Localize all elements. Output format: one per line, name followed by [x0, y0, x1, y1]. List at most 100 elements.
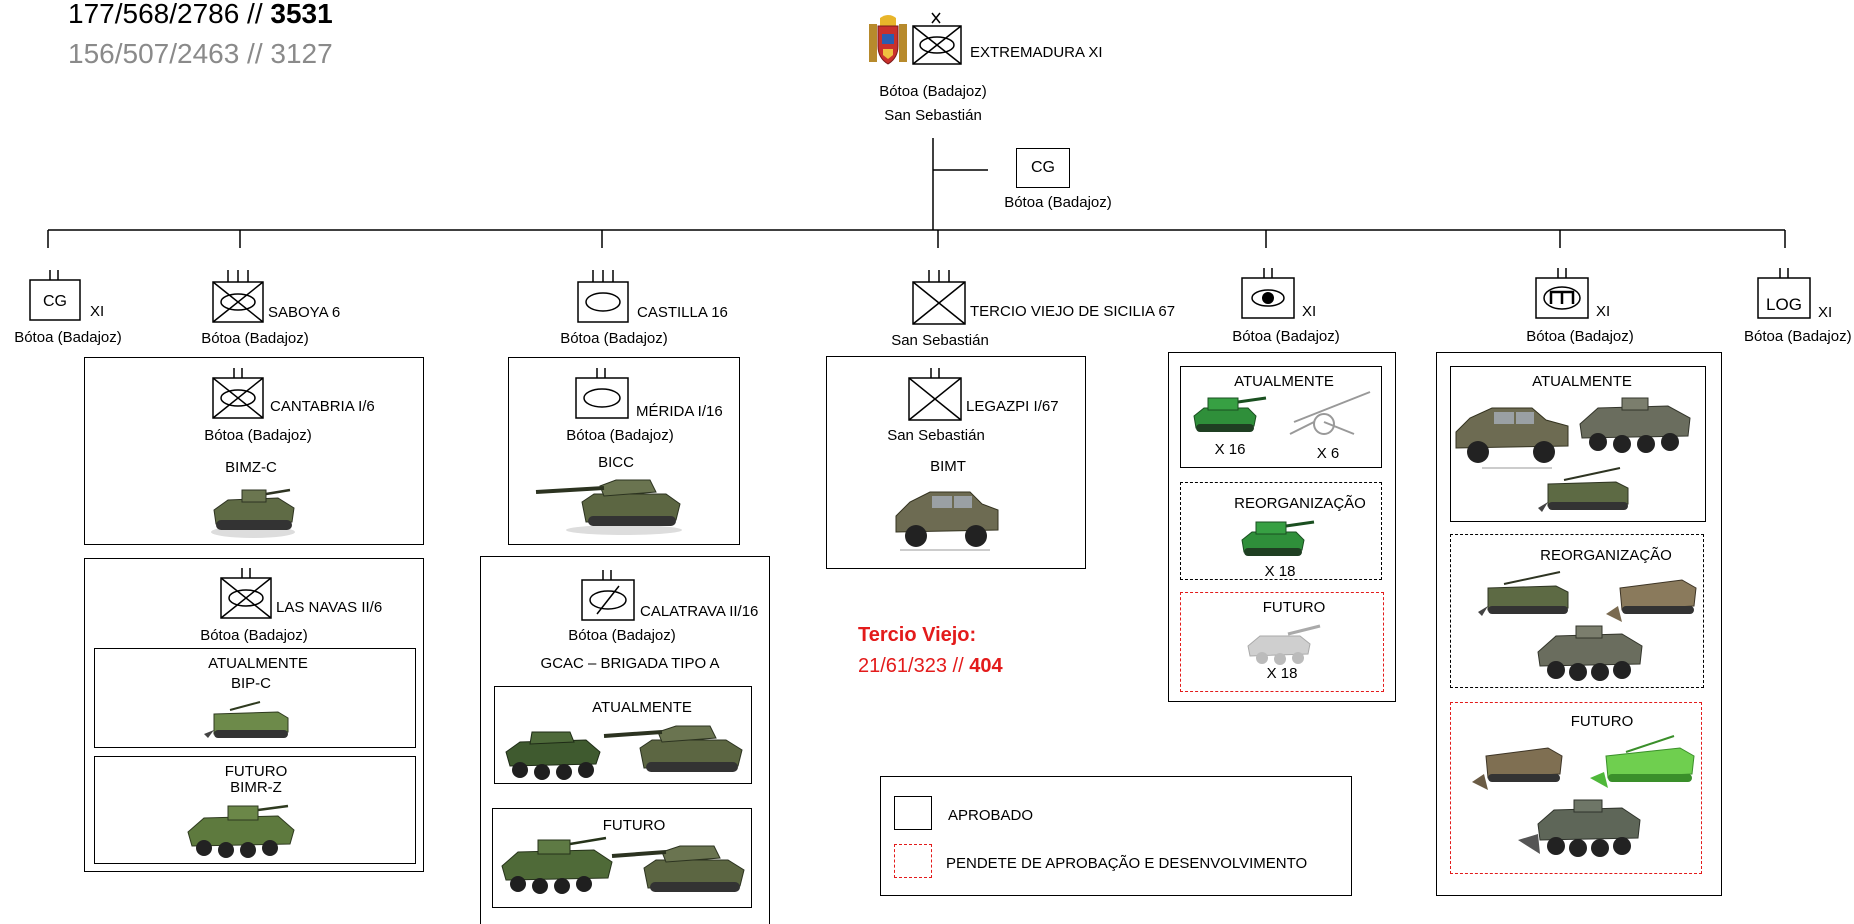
cantabria-name: CANTABRIA I/6	[270, 398, 375, 415]
artillery-reorg-count: X 18	[1264, 563, 1296, 580]
header-totals-current: 177/568/2786 // 3531	[68, 0, 333, 28]
cantabria-type: BIMZ-C	[225, 459, 277, 476]
wheeled-engineer-vehicle-icon	[1518, 799, 1641, 857]
legazpi-battalion-box	[826, 356, 1086, 569]
tercio-note-title: Tercio Viejo:	[858, 624, 977, 646]
las-navas-current-type: BIP-C	[230, 675, 272, 692]
artillery-reorg-label: REORGANIZAÇÃO	[1234, 495, 1366, 512]
calatrava-location: Bótoa (Badajoz)	[568, 627, 676, 644]
log-location: Bótoa (Badajoz)	[1744, 328, 1852, 345]
tercio-note-counts-sum: 404	[969, 655, 1003, 677]
wheeled-ifv-vehicle-icon-2	[501, 836, 613, 894]
wheeled-apc-vehicle-icon	[1579, 397, 1691, 453]
tercio-note-counts: 21/61/323 // 404	[858, 656, 1003, 676]
wheeled-apc-vehicle-icon-2	[1537, 625, 1643, 681]
engineers-future-box	[1450, 702, 1702, 874]
legend-approved-label: APROBADO	[948, 807, 1034, 824]
log-label: LOG	[1766, 295, 1802, 314]
las-navas-future-type: BIMR-Z	[230, 779, 282, 796]
las-navas-location: Bótoa (Badajoz)	[200, 627, 308, 644]
calatrava-type: GCAC – BRIGADA TIPO A	[540, 655, 720, 672]
tercio-name: TERCIO VIEJO DE SICILIA 67	[970, 303, 1176, 320]
artillery-current-label: ATUALMENTE	[1234, 373, 1334, 390]
engineers-future-label: FUTURO	[1570, 713, 1634, 730]
self-propelled-howitzer-icon-2	[1241, 520, 1315, 556]
hq-brigade-symbol-icon	[912, 12, 962, 65]
artillery-future-count: X 18	[1266, 665, 1298, 682]
apc-vehicle-icon-3	[1478, 571, 1569, 616]
castilla-location: Bótoa (Badajoz)	[560, 330, 668, 347]
header-totals-previous: 156/507/2463 // 3127	[68, 38, 333, 69]
castilla-regiment-symbol-icon	[577, 270, 629, 323]
hq-location-1: Bótoa (Badajoz)	[879, 83, 987, 100]
legend-box	[880, 776, 1352, 896]
saboya-regiment-symbol-icon	[212, 270, 264, 323]
main-battle-tank-icon-2	[603, 725, 743, 772]
towed-howitzer-icon	[1289, 391, 1371, 435]
cg-suffix: XI	[90, 303, 105, 320]
armoured-engineer-vehicle-icon	[1590, 735, 1695, 788]
las-navas-current-label: ATUALMENTE	[208, 655, 308, 672]
header-totals-current-sum: 3531	[270, 0, 333, 29]
castilla-name: CASTILLA 16	[637, 304, 728, 321]
calatrava-future-label: FUTURO	[602, 817, 666, 834]
engineers-suffix: XI	[1596, 303, 1611, 320]
saboya-name: SABOYA 6	[268, 304, 341, 321]
las-navas-future-label: FUTURO	[224, 763, 288, 780]
engineers-reorg-label: REORGANIZAÇÃO	[1540, 547, 1672, 564]
artillery-future-label: FUTURO	[1262, 599, 1326, 616]
combat-engineer-vehicle-icon-2	[1472, 747, 1563, 790]
wheeled-tank-destroyer-icon	[505, 731, 601, 780]
main-battle-tank-icon	[535, 479, 682, 535]
artillery-reorg-box	[1180, 482, 1382, 580]
merida-location: Bótoa (Badajoz)	[566, 427, 674, 444]
header-totals-current-text: 177/568/2786 //	[68, 0, 271, 29]
cg-location: Bótoa (Badajoz)	[14, 329, 122, 346]
engineers-current-label: ATUALMENTE	[1532, 373, 1632, 390]
wheeled-ifv-vehicle-icon	[187, 804, 295, 858]
artillery-location: Bótoa (Badajoz)	[1232, 328, 1340, 345]
engineers-reorg-box	[1450, 534, 1704, 688]
hq-cg-label: CG	[1031, 159, 1055, 176]
calatrava-name: CALATRAVA II/16	[640, 603, 759, 620]
cg-label: CG	[43, 293, 67, 310]
combat-engineer-vehicle-icon	[1606, 579, 1697, 622]
artillery-current-count-1: X 16	[1214, 441, 1246, 458]
legazpi-name: LEGAZPI I/67	[966, 398, 1059, 415]
calatrava-current-label: ATUALMENTE	[592, 699, 692, 716]
artillery-unit-symbol-icon	[1241, 268, 1295, 319]
wheeled-howitzer-icon	[1247, 624, 1321, 665]
legazpi-battalion-symbol-icon	[908, 368, 962, 421]
light-armoured-vehicle-icon-2	[1455, 407, 1569, 469]
cantabria-battalion-symbol-icon	[212, 368, 264, 419]
tercio-note-counts-text: 21/61/323 //	[858, 655, 970, 677]
legazpi-type: BIMT	[930, 458, 966, 475]
engineers-location: Bótoa (Badajoz)	[1526, 328, 1634, 345]
artillery-future-box	[1180, 592, 1384, 692]
legend-approved-swatch	[894, 796, 932, 830]
tracked-ifv-vehicle-icon	[211, 488, 295, 538]
light-armoured-vehicle-icon	[895, 491, 999, 551]
hq-cg-box	[1016, 148, 1070, 188]
artillery-current-count-2: X 6	[1316, 445, 1340, 462]
merida-type: BICC	[598, 454, 634, 471]
legazpi-location: San Sebastián	[887, 427, 985, 444]
legend-pending-label: PENDETE DE APROBAÇÃO E DESENVOLVIMENTO	[946, 855, 1308, 872]
hq-cg-location: Bótoa (Badajoz)	[1004, 194, 1112, 211]
las-navas-battalion-symbol-icon	[220, 568, 272, 619]
apc-vehicle-icon	[204, 701, 289, 738]
merida-battalion-symbol-icon	[575, 368, 629, 419]
cg-unit-symbol-icon	[29, 270, 81, 321]
log-unit-symbol-icon	[1757, 268, 1811, 319]
artillery-suffix: XI	[1302, 303, 1317, 320]
log-suffix: XI	[1818, 304, 1833, 321]
saboya-location: Bótoa (Badajoz)	[201, 330, 309, 347]
legend-pending-swatch	[894, 844, 932, 878]
self-propelled-howitzer-icon	[1193, 396, 1267, 432]
tercio-location: San Sebastián	[891, 332, 989, 349]
brigade-coat-of-arms-icon	[869, 15, 907, 65]
las-navas-name: LAS NAVAS II/6	[276, 599, 383, 616]
apc-vehicle-icon-2	[1538, 467, 1629, 512]
main-battle-tank-icon-3	[611, 845, 745, 892]
